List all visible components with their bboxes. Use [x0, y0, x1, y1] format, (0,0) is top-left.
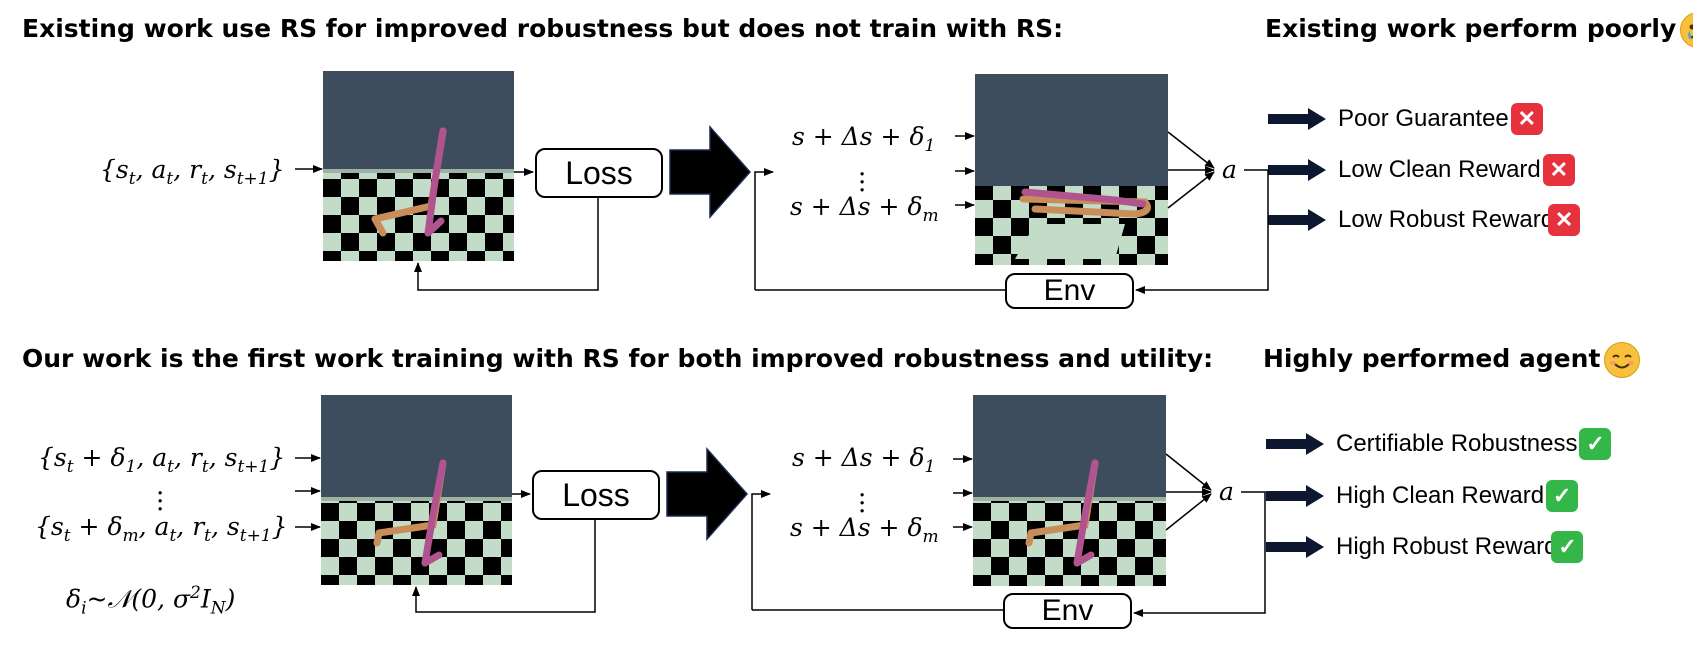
- bottom-big-arrow: [666, 447, 749, 541]
- bottom-result-2-label: High Clean Reward: [1336, 482, 1545, 509]
- top-action-arrow-1: [1167, 131, 1215, 169]
- cross-icon: ✕: [1542, 154, 1575, 186]
- top-result-1: Poor Guarantee✕: [1268, 103, 1543, 135]
- bottom-noise-distribution: δi~𝒩(0, σ2IN): [66, 583, 236, 619]
- top-result-2: Low Clean Reward✕: [1268, 154, 1575, 186]
- bottom-training-scene: [321, 395, 512, 585]
- bottom-heading: Our work is the first work training with…: [22, 344, 1214, 373]
- check-icon: ✓: [1551, 531, 1584, 563]
- bottom-perturbed-state-m: s + Δs + δm: [790, 513, 939, 547]
- top-result-heading-text: Existing work perform poorly: [1265, 14, 1677, 43]
- bottom-perturbed-vdots: ...: [858, 473, 867, 519]
- top-result-heading: Existing work perform poorly: [1265, 12, 1693, 48]
- top-action-to-env-arrow: [1135, 169, 1269, 294]
- bottom-action-to-env-arrow: [1133, 491, 1266, 617]
- top-heading: Existing work use RS for improved robust…: [22, 14, 1064, 43]
- top-result-3-label: Low Robust Reward: [1338, 206, 1555, 233]
- top-action-label: a: [1222, 155, 1237, 184]
- bottom-action-label: a: [1219, 477, 1234, 506]
- bottom-input-tuple-m: {st + δm, at, rt, st+1}: [35, 512, 288, 546]
- top-action-arrow-3: [1167, 171, 1215, 209]
- cross-icon: ✕: [1548, 204, 1581, 236]
- top-loss-feedback-arrow: [414, 198, 599, 291]
- bottom-result-1: Certifiable Robustness✓: [1266, 428, 1612, 460]
- bottom-result-3: High Robust Reward✓: [1266, 531, 1584, 563]
- bottom-env-loop-arrow: [751, 490, 771, 610]
- top-env-scene: [975, 74, 1168, 265]
- bottom-env-box: Env: [1003, 593, 1132, 629]
- top-env-loop-arrow: [754, 168, 774, 290]
- sad-face-icon: [1680, 12, 1693, 48]
- bottom-result-heading: Highly performed agent: [1263, 342, 1641, 378]
- smiling-face-icon: [1604, 342, 1641, 378]
- bottom-loss-feedback-arrow: [412, 520, 596, 613]
- top-env-box: Env: [1005, 273, 1134, 309]
- top-perturbed-state-1: s + Δs + δ1: [792, 122, 936, 156]
- check-icon: ✓: [1546, 480, 1579, 512]
- check-icon: ✓: [1579, 428, 1612, 460]
- cross-icon: ✕: [1510, 103, 1543, 135]
- bottom-input-tuple-1: {st + δ1, at, rt, st+1}: [38, 443, 286, 477]
- top-perturbed-vdots: ...: [858, 152, 867, 198]
- top-result-2-label: Low Clean Reward: [1338, 156, 1541, 183]
- top-perturbed-state-m: s + Δs + δm: [790, 192, 939, 226]
- top-training-scene: [323, 71, 514, 261]
- top-input-tuple: {st, at, rt, st+1}: [100, 155, 285, 189]
- top-big-arrow: [669, 125, 752, 219]
- top-result-1-label: Poor Guarantee: [1338, 105, 1509, 132]
- bottom-env-scene: [973, 395, 1166, 586]
- top-result-3: Low Robust Reward✕: [1268, 204, 1581, 236]
- bottom-action-arrow-3: [1165, 493, 1212, 531]
- bottom-result-2: High Clean Reward✓: [1266, 480, 1579, 512]
- bottom-perturbed-state-1: s + Δs + δ1: [792, 443, 936, 477]
- bottom-action-arrow-1: [1165, 453, 1212, 491]
- bottom-result-heading-text: Highly performed agent: [1263, 344, 1601, 373]
- bottom-loss-box: Loss: [532, 470, 660, 520]
- bottom-result-3-label: High Robust Reward: [1336, 533, 1558, 560]
- bottom-result-1-label: Certifiable Robustness: [1336, 430, 1578, 457]
- bottom-input-vdots: ...: [156, 471, 165, 517]
- top-loss-box: Loss: [535, 148, 663, 198]
